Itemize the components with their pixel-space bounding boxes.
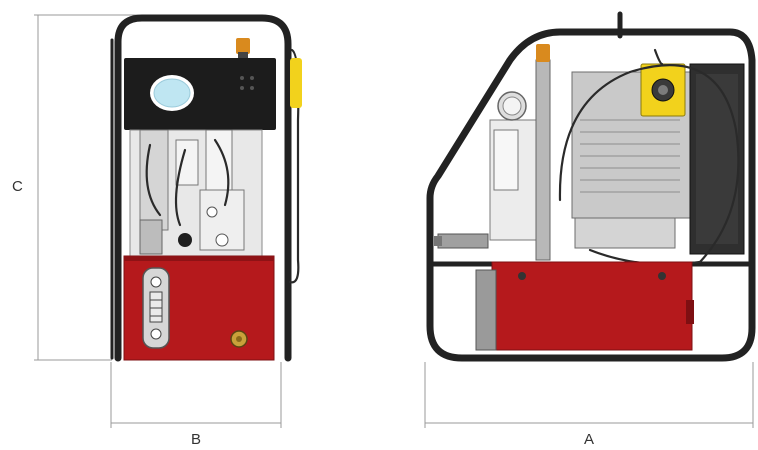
filler-cap — [236, 38, 250, 54]
motor-housing — [124, 58, 276, 130]
dimension-a-label: A — [584, 431, 594, 448]
front-filler-cap — [536, 44, 550, 62]
dimension-b: B — [110, 362, 282, 448]
dimension-b-label: B — [191, 431, 201, 448]
dimension-a: A — [424, 362, 754, 448]
quick-coupler — [437, 233, 489, 249]
dimension-c-label: C — [12, 178, 23, 195]
front-view — [426, 11, 756, 362]
side-yellow-control — [290, 58, 302, 108]
front-cable — [558, 64, 740, 264]
side-view — [110, 14, 302, 362]
front-roll-frame — [426, 28, 756, 362]
side-roll-frame — [114, 14, 292, 362]
